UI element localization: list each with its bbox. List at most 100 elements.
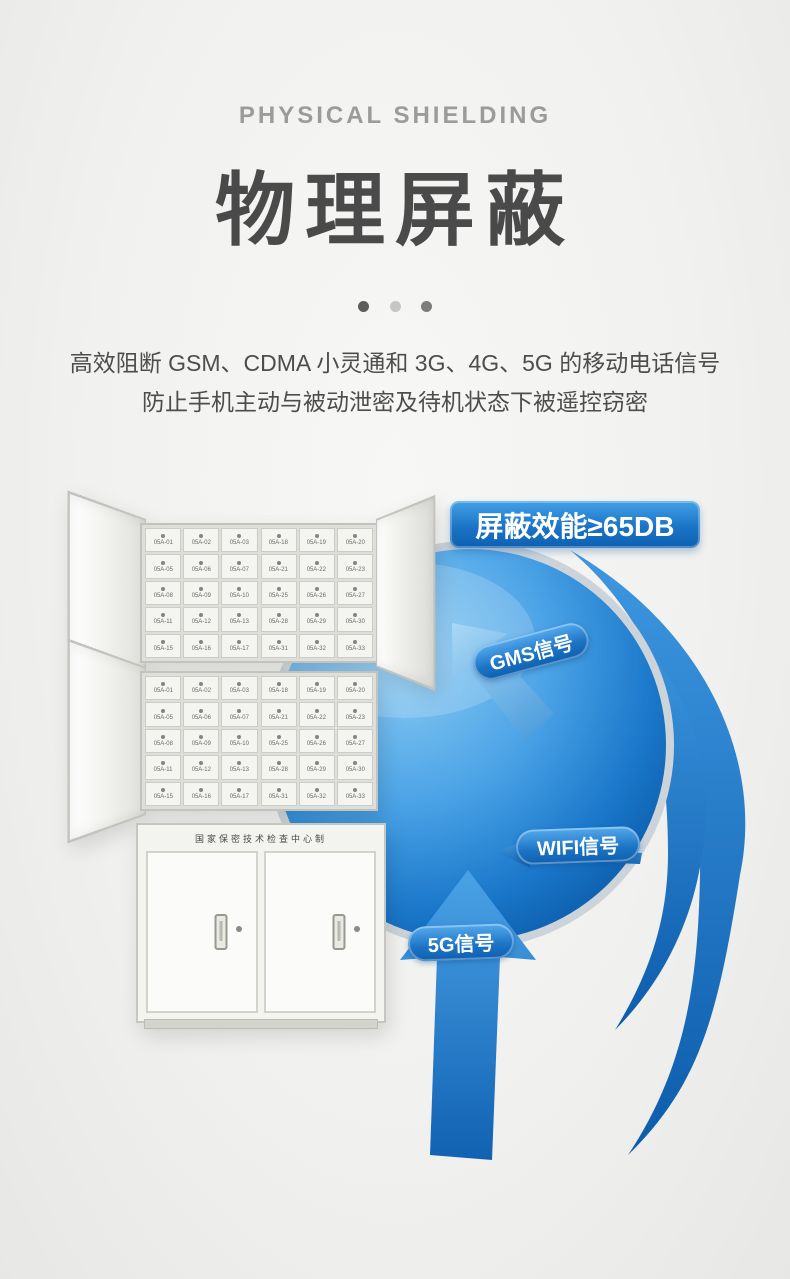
dots-separator — [0, 298, 790, 316]
keyhole-icon — [314, 560, 319, 565]
page-title: 物理屏蔽 — [215, 166, 575, 255]
open-door-right — [376, 494, 436, 692]
locker-cell-label: 05A-08 — [153, 592, 173, 599]
locker-cell-label: 05A-13 — [229, 618, 250, 625]
keyhole-icon — [276, 682, 281, 687]
locker-cell-label: 05A-32 — [307, 793, 327, 800]
locker-cell: 05A-19 — [298, 528, 335, 553]
open-door-left — [67, 638, 146, 844]
keyhole-icon — [354, 925, 360, 932]
keyhole-icon — [161, 708, 166, 713]
locker-cell: 05A-30 — [336, 607, 373, 632]
locker-cell: 05A-21 — [260, 702, 297, 727]
keyhole-icon — [237, 734, 242, 739]
keyhole-icon — [352, 613, 357, 618]
locker-cell-label: 05A-01 — [153, 539, 173, 546]
locker-cell-label: 05A-18 — [268, 687, 289, 694]
locker-cell: 05A-17 — [221, 781, 258, 806]
locker-cell: 05A-16 — [183, 633, 220, 658]
locker-cell: 05A-26 — [298, 728, 335, 754]
locker-cell: 05A-25 — [260, 580, 297, 606]
locker-cell: 05A-20 — [336, 676, 373, 701]
keyhole-icon — [352, 560, 357, 565]
locker-cell: 05A-22 — [298, 702, 335, 727]
locker-cell-label: 05A-12 — [191, 618, 211, 625]
locker-cell: 05A-07 — [221, 702, 258, 727]
five-g-signal-label: 5G信号 — [407, 923, 515, 962]
keyhole-icon — [276, 761, 281, 766]
locker-cell: 05A-01 — [145, 528, 182, 553]
locker-cell: 05A-32 — [298, 781, 335, 806]
locker-cell-label: 05A-02 — [191, 539, 211, 546]
locker-cell: 05A-29 — [298, 607, 335, 632]
base-door-left — [146, 851, 258, 1013]
locker-cell-label: 05A-29 — [307, 766, 327, 773]
locker-cell-label: 05A-12 — [191, 766, 211, 773]
keyhole-icon — [276, 586, 281, 591]
locker-cell-label: 05A-17 — [229, 793, 250, 800]
wifi-signal-label: WIFI信号 — [515, 825, 641, 866]
keyhole-icon — [314, 613, 319, 618]
locker-cell: 05A-11 — [145, 755, 182, 780]
locker-cell-label: 05A-31 — [268, 645, 289, 652]
keyhole-icon — [237, 586, 242, 591]
locker-cell: 05A-21 — [260, 554, 297, 579]
keyhole-icon — [352, 586, 357, 591]
keyhole-icon — [199, 534, 204, 539]
locker-cell-label: 05A-19 — [307, 539, 327, 546]
locker-cell-label: 05A-30 — [345, 618, 365, 625]
locker-cell-label: 05A-02 — [191, 687, 211, 694]
subtitle: PHYSICAL SHIELDING — [238, 102, 552, 129]
locker-cell: 05A-11 — [145, 607, 182, 632]
locker-cell-label: 05A-06 — [191, 566, 211, 573]
description-line-1: 高效阻断 GSM、CDMA 小灵通和 3G、4G、5G 的移动电话信号 — [69, 350, 721, 376]
locker-cell-label: 05A-03 — [229, 687, 250, 694]
locker-cell-label: 05A-11 — [153, 618, 173, 625]
locker-cell-label: 05A-07 — [229, 714, 250, 721]
keyhole-icon — [199, 761, 204, 766]
locker-cell: 05A-08 — [145, 580, 182, 606]
locker-cell-label: 05A-33 — [345, 645, 365, 652]
locker-cell: 05A-18 — [260, 676, 297, 701]
keyhole-icon — [314, 639, 319, 644]
keyhole-icon — [314, 708, 319, 713]
keyhole-icon — [199, 560, 204, 565]
keyhole-icon — [237, 761, 242, 766]
locker-cell-label: 05A-07 — [229, 566, 250, 573]
locker-cell-label: 05A-26 — [307, 740, 327, 747]
locker-cell: 05A-25 — [260, 728, 297, 754]
keyhole-icon — [352, 682, 357, 687]
locker-cell-label: 05A-28 — [268, 766, 289, 773]
locker-cell-label: 05A-22 — [307, 714, 327, 721]
keyhole-icon — [314, 734, 319, 739]
keyhole-icon — [276, 613, 281, 618]
dot-icon — [420, 301, 432, 313]
locker-cell: 05A-33 — [336, 633, 373, 658]
keyhole-icon — [161, 586, 166, 591]
keyhole-icon — [352, 734, 357, 739]
locker-cell-label: 05A-31 — [268, 793, 289, 800]
keyhole-icon — [161, 639, 166, 644]
locker-cell-label: 05A-18 — [268, 539, 289, 546]
locker-cell-label: 05A-03 — [229, 539, 250, 546]
keyhole-icon — [352, 639, 357, 644]
locker-cell: 05A-01 — [145, 676, 182, 701]
locker-cell-label: 05A-29 — [307, 618, 327, 625]
locker-cell: 05A-19 — [298, 676, 335, 701]
description-line-2: 防止手机主动与被动泄密及待机状态下被遥控窃密 — [142, 389, 648, 415]
locker-cell-label: 05A-10 — [229, 740, 250, 747]
locker-cell: 05A-09 — [183, 728, 220, 754]
locker-cell-label: 05A-17 — [229, 645, 250, 652]
locker-cell: 05A-07 — [221, 554, 258, 579]
locker-cell: 05A-13 — [221, 755, 258, 780]
keyhole-icon — [237, 534, 242, 539]
dot-icon — [389, 301, 401, 313]
keyhole-icon — [276, 787, 281, 792]
keyhole-icon — [314, 534, 319, 539]
keyhole-icon — [199, 586, 204, 591]
